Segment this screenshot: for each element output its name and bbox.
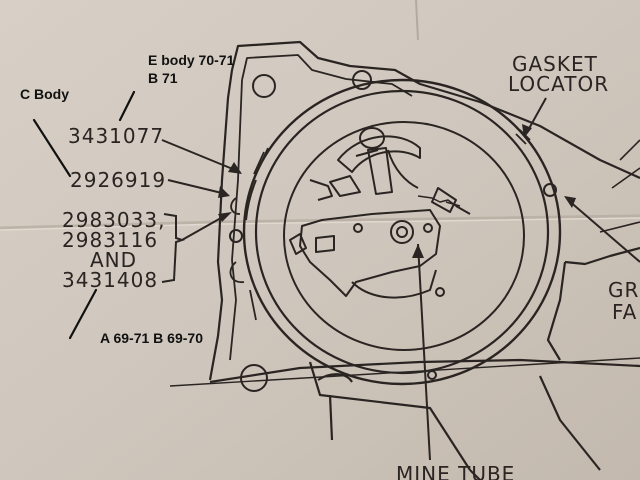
arrow-heads — [218, 124, 576, 258]
housing-outline — [169, 40, 640, 480]
callout-gasket-line1: GASKET — [512, 52, 598, 76]
flange-slots — [229, 129, 531, 321]
annotation-e-body-line1: E body 70-71 — [148, 52, 235, 68]
part-number-5: 3431408 — [62, 268, 159, 292]
mechanism — [289, 127, 471, 299]
part-number-2: 2926919 — [70, 168, 167, 192]
part-number-and: AND — [90, 248, 138, 272]
callout-gasket-line2: LOCATOR — [508, 72, 610, 96]
gasket-rings — [242, 78, 562, 386]
annotation-a-b-years: A 69-71 B 69-70 — [100, 330, 203, 346]
part-number-4: 2983116 — [62, 228, 159, 252]
leader-lines — [161, 97, 640, 461]
part-bracket — [161, 213, 186, 283]
part-number-1: 3431077 — [68, 124, 165, 148]
annotation-e-body-line2: B 71 — [148, 70, 178, 86]
callout-right-partial-1: GR — [608, 278, 640, 302]
callout-bottom-partial: MINE TUBE — [396, 462, 516, 480]
part-number-3: 2983033, — [62, 208, 166, 232]
annotation-c-body: C Body — [20, 86, 69, 102]
callout-right-partial-2: FA — [612, 300, 638, 324]
marker-lines — [32, 90, 136, 340]
bolt-holes — [229, 70, 557, 392]
